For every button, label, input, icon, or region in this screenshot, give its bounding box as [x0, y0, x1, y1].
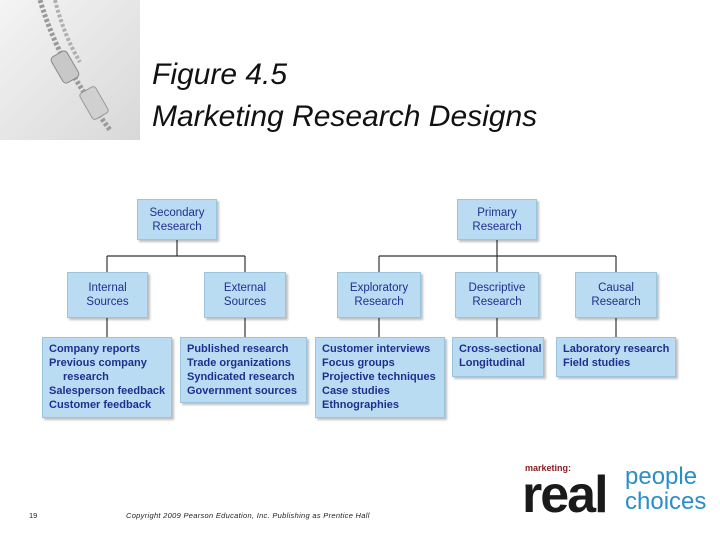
causal-research-box: Causal Research	[575, 272, 657, 318]
secondary-research-box: Secondary Research	[137, 199, 217, 240]
zipper-decoration	[0, 0, 140, 140]
exploratory-research-box: Exploratory Research	[337, 272, 421, 318]
list-item: Customer interviews	[322, 343, 431, 355]
logo-tagline: marketing:	[525, 463, 572, 473]
list-item: Customer feedback	[49, 399, 152, 411]
external-sources-box: External Sources	[204, 272, 286, 318]
list-item: Field studies	[563, 357, 631, 369]
causal-line2: Research	[591, 296, 641, 308]
secondary-line1: Secondary	[149, 206, 205, 219]
descriptive-research-list: Cross-sectional Longitudinal	[452, 337, 544, 377]
descriptive-research-box: Descriptive Research	[455, 272, 539, 318]
list-item: Company reports	[49, 343, 141, 355]
list-item: Projective techniques	[322, 371, 436, 383]
external-sources-list: Published research Trade organizations S…	[180, 337, 307, 403]
primary-line1: Primary	[477, 206, 517, 219]
internal-line1: Internal	[88, 282, 127, 294]
marketing-real-people-real-choices-logo: marketing: real people choices	[522, 463, 707, 523]
list-item: Laboratory research	[563, 343, 670, 355]
primary-research-box: Primary Research	[457, 199, 537, 240]
external-line2: Sources	[223, 296, 267, 308]
list-item: Focus groups	[322, 357, 395, 369]
secondary-line2: Research	[152, 220, 202, 233]
exploratory-line1: Exploratory	[349, 282, 409, 294]
descriptive-line2: Research	[472, 296, 522, 308]
slide-title-line2: Marketing Research Designs	[152, 100, 538, 133]
exploratory-research-list: Customer interviews Focus groups Project…	[315, 337, 445, 418]
slide-title-line1: Figure 4.5	[152, 58, 288, 91]
logo-people-word: people	[625, 463, 698, 490]
external-line1: External	[223, 282, 267, 294]
list-item: research	[63, 371, 109, 383]
internal-sources-list: Company reports Previous company researc…	[42, 337, 172, 418]
copyright-notice: Copyright 2009 Pearson Education, Inc. P…	[126, 511, 370, 520]
internal-line2: Sources	[86, 296, 129, 308]
exploratory-line2: Research	[354, 296, 404, 308]
causal-research-list: Laboratory research Field studies	[556, 337, 676, 377]
list-item: Syndicated research	[187, 371, 295, 383]
list-item: Longitudinal	[459, 357, 525, 369]
descriptive-line1: Descriptive	[468, 282, 526, 294]
causal-line1: Causal	[598, 282, 634, 294]
list-item: Ethnographies	[322, 399, 400, 411]
logo-choices-word: choices	[625, 488, 707, 515]
list-item: Published research	[187, 343, 289, 355]
primary-line2: Research	[472, 220, 522, 233]
list-item: Cross-sectional	[459, 343, 542, 355]
logo-real-word: real	[522, 466, 609, 524]
list-item: Case studies	[322, 385, 390, 397]
page-number: 19	[29, 511, 38, 520]
list-item: Trade organizations	[187, 357, 291, 369]
internal-sources-box: Internal Sources	[67, 272, 148, 318]
list-item: Previous company	[49, 357, 147, 369]
list-item: Government sources	[187, 385, 298, 397]
list-item: Salesperson feedback	[49, 385, 166, 397]
